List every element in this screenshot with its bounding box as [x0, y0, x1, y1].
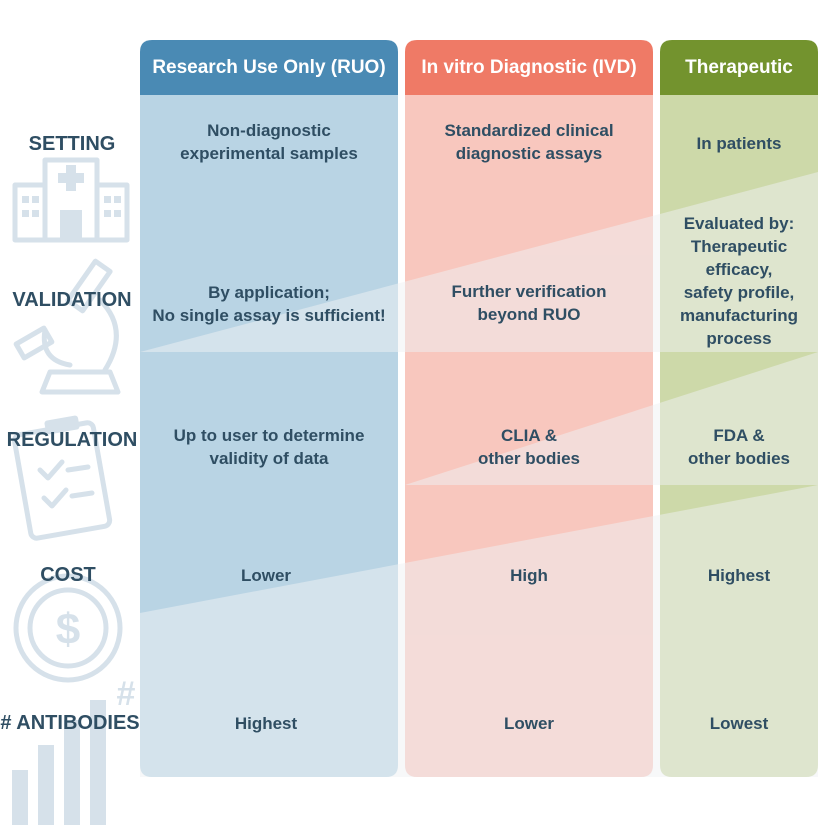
row-label-validation: VALIDATION [12, 289, 131, 311]
svg-text:Standardized clinical: Standardized clinical [444, 121, 613, 140]
antibodies-decrease-wedge [140, 613, 818, 777]
svg-text:#: # [117, 675, 136, 713]
cell-validation-ruo: By application; No single assay is suffi… [152, 283, 385, 325]
svg-text:Non-diagnostic: Non-diagnostic [207, 121, 331, 140]
column-header-ruo: Research Use Only (RUO) [140, 40, 398, 95]
row-label-cost: COST [40, 564, 96, 586]
svg-text:process: process [706, 329, 771, 348]
cell-setting-therapeutic: In patients [696, 134, 781, 153]
column-header-label: In vitro Diagnostic (IVD) [421, 57, 636, 78]
cell-regulation-therapeutic: FDA & other bodies [688, 426, 790, 468]
cell-validation-therapeutic: Evaluated by: Therapeutic efficacy, safe… [680, 214, 798, 348]
bar-chart-hash-icon: # [12, 675, 136, 825]
svg-text:FDA &: FDA & [713, 426, 764, 445]
cost-increase-wedge [140, 485, 818, 613]
cell-cost-ruo: Lower [241, 566, 291, 585]
svg-text:Evaluated by:: Evaluated by: [684, 214, 795, 233]
cell-regulation-ivd: CLIA & other bodies [478, 426, 580, 468]
svg-text:beyond RUO: beyond RUO [478, 305, 581, 324]
row-label-setting: SETTING [29, 133, 116, 155]
column-header-label: Therapeutic [685, 57, 793, 78]
microscope-icon [13, 258, 121, 395]
svg-text:diagnostic assays: diagnostic assays [456, 144, 602, 163]
svg-text:Therapeutic: Therapeutic [691, 237, 787, 256]
svg-text:$: $ [56, 605, 80, 654]
svg-text:validity of data: validity of data [209, 449, 329, 468]
hospital-icon [12, 157, 130, 243]
cell-antibodies-ruo: Highest [235, 714, 298, 733]
cell-cost-therapeutic: Highest [708, 566, 771, 585]
trend-wedges [140, 172, 818, 777]
svg-text:In patients: In patients [696, 134, 781, 153]
column-header-ivd: In vitro Diagnostic (IVD) [405, 40, 653, 95]
column-header-therapeutic: Therapeutic [660, 40, 818, 95]
row-label-antibodies: # ANTIBODIES [0, 712, 139, 734]
cell-setting-ruo: Non-diagnostic experimental samples [180, 121, 358, 163]
svg-text:safety profile,: safety profile, [684, 283, 795, 302]
regulation-increase-wedge [405, 352, 818, 485]
cell-antibodies-therapeutic: Lowest [710, 714, 769, 733]
validation-increase-wedge [140, 172, 818, 352]
cell-antibodies-ivd: Lower [504, 714, 554, 733]
svg-text:other bodies: other bodies [478, 449, 580, 468]
svg-text:other bodies: other bodies [688, 449, 790, 468]
cell-validation-ivd: Further verification beyond RUO [452, 282, 607, 324]
dollar-coin-icon: $ [13, 573, 123, 683]
svg-text:Up to user to determine: Up to user to determine [174, 426, 365, 445]
cell-setting-ivd: Standardized clinical diagnostic assays [444, 121, 613, 163]
svg-text:efficacy,: efficacy, [706, 260, 773, 279]
svg-text:By application;: By application; [208, 283, 330, 302]
cell-regulation-ruo: Up to user to determine validity of data [174, 426, 365, 468]
row-label-regulation: REGULATION [7, 429, 138, 451]
svg-text:manufacturing: manufacturing [680, 306, 798, 325]
clipboard-icon [12, 415, 113, 541]
column-header-label: Research Use Only (RUO) [152, 57, 385, 78]
svg-text:CLIA &: CLIA & [501, 426, 557, 445]
svg-text:experimental samples: experimental samples [180, 144, 358, 163]
svg-text:No single assay is sufficient!: No single assay is sufficient! [152, 306, 385, 325]
cell-cost-ivd: High [510, 566, 548, 585]
svg-text:Further verification: Further verification [452, 282, 607, 301]
